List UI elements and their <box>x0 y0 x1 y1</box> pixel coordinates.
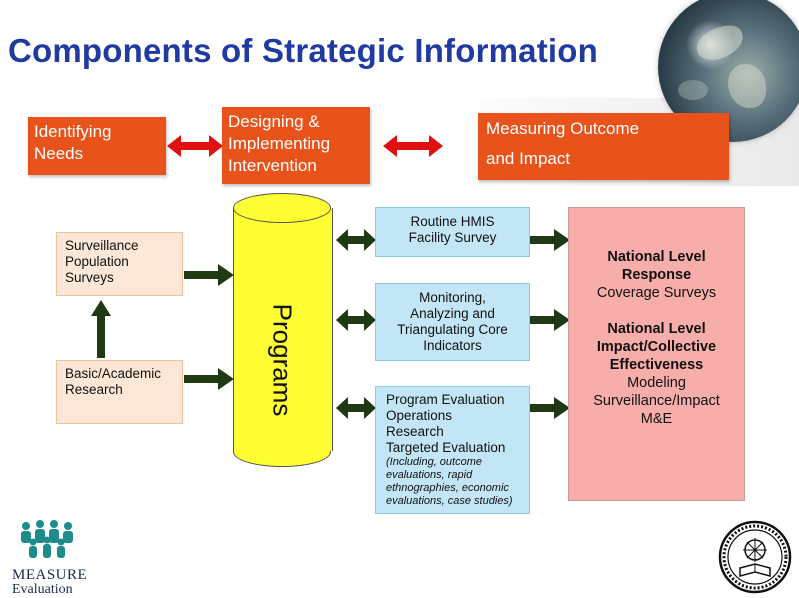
research-line-1: Basic/Academic <box>65 366 174 382</box>
double-arrow-routine <box>336 229 376 251</box>
identifying-needs-box: Identifying Needs <box>28 117 166 175</box>
arrow-program-eval-to-national <box>530 397 570 419</box>
designing-line-3: Intervention <box>228 155 364 177</box>
note-line-2: evaluations, rapid <box>386 469 519 482</box>
measuring-line-1: Measuring Outcome <box>486 119 721 139</box>
impact-sub-2: Surveillance/Impact <box>573 392 740 410</box>
evaluation-text: Evaluation <box>12 583 88 597</box>
arrow-routine-to-national <box>530 229 570 251</box>
identifying-line-2: Needs <box>34 143 160 165</box>
double-arrow-left <box>167 133 223 159</box>
double-arrow-monitoring <box>336 309 376 331</box>
identifying-line-1: Identifying <box>34 121 160 143</box>
arrow-research-to-programs <box>184 368 234 390</box>
response-sub: Coverage Surveys <box>573 284 740 302</box>
designing-line-1: Designing & <box>228 111 364 133</box>
routine-line-2: Facility Survey <box>380 230 525 246</box>
surveillance-line-1: Surveillance <box>65 238 174 254</box>
designing-implementing-box: Designing & Implementing Intervention <box>222 107 370 184</box>
monitoring-line-4: Indicators <box>380 338 525 354</box>
surveillance-line-3: Surveys <box>65 270 174 286</box>
people-icon <box>12 520 88 562</box>
program-eval-line-1: Program Evaluation <box>386 392 519 408</box>
measure-text: MEASURE <box>12 567 88 583</box>
note-line-3: ethnographies, economic <box>386 482 519 495</box>
national-level-box: National Level Response Coverage Surveys… <box>568 207 745 501</box>
designing-line-2: Implementing <box>228 133 364 155</box>
program-evaluation-box: Program Evaluation Operations Research T… <box>375 386 530 514</box>
impact-title-2: Impact/Collective <box>573 338 740 356</box>
routine-hmis-box: Routine HMIS Facility Survey <box>375 207 530 257</box>
monitoring-line-2: Analyzing and <box>380 306 525 322</box>
double-arrow-right <box>383 133 443 159</box>
double-arrow-program-eval <box>336 397 376 419</box>
measuring-line-2: and Impact <box>486 149 721 169</box>
research-line-2: Research <box>65 382 174 398</box>
program-eval-line-2: Operations <box>386 408 519 424</box>
research-box: Basic/Academic Research <box>56 360 183 424</box>
measure-evaluation-logo: MEASURE Evaluation <box>12 520 88 592</box>
impact-title-3: Effectiveness <box>573 356 740 374</box>
surveillance-box: Surveillance Population Surveys <box>56 232 183 296</box>
slide-title: Components of Strategic Information <box>8 32 768 70</box>
program-eval-note: (Including, outcome evaluations, rapid e… <box>386 456 519 508</box>
program-eval-line-4: Targeted Evaluation <box>386 440 519 456</box>
note-line-4: evaluations, case studies) <box>386 495 519 508</box>
monitoring-line-1: Monitoring, <box>380 290 525 306</box>
programs-label: Programs <box>267 304 298 417</box>
impact-title-1: National Level <box>573 320 740 338</box>
impact-sub-1: Modeling <box>573 374 740 392</box>
measuring-outcome-box: Measuring Outcome and Impact <box>478 113 729 180</box>
response-title-2: Response <box>573 266 740 284</box>
program-eval-line-3: Research <box>386 424 519 440</box>
surveillance-line-2: Population <box>65 254 174 270</box>
up-arrow <box>90 300 112 358</box>
impact-sub-3: M&E <box>573 410 740 428</box>
monitoring-line-3: Triangulating Core <box>380 322 525 338</box>
cylinder-top <box>233 193 331 223</box>
note-line-1: (Including, outcome <box>386 456 519 469</box>
arrow-surveillance-to-programs <box>184 264 234 286</box>
arrow-monitoring-to-national <box>530 309 570 331</box>
monitoring-box: Monitoring, Analyzing and Triangulating … <box>375 283 530 361</box>
university-seal-logo <box>718 520 792 594</box>
routine-line-1: Routine HMIS <box>380 214 525 230</box>
response-title-1: National Level <box>573 248 740 266</box>
